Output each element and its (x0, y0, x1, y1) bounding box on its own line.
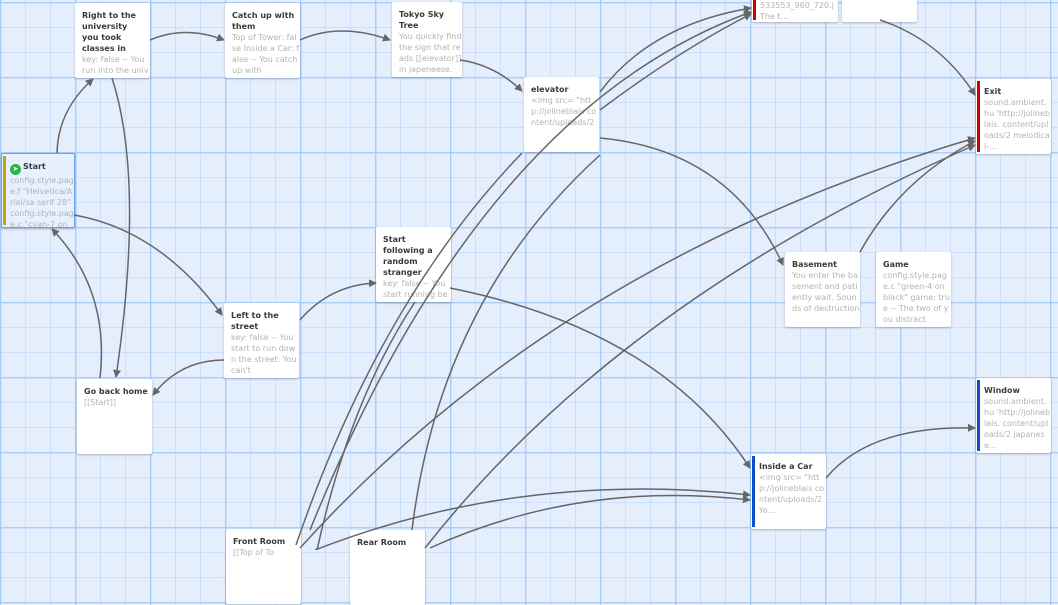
passage-excerpt: key: false -- You run into the universit… (82, 55, 149, 78)
passage-title: Rear Room (357, 538, 407, 547)
passage-front-room[interactable]: Front Room [[Top of To (226, 529, 301, 604)
passage-title: Window (984, 386, 1020, 395)
passage-excerpt: key: false -- You start to run down the … (231, 333, 297, 375)
passage-excerpt: <img src= "http://jolineblais content/up… (531, 96, 597, 127)
rocket-icon: ➤ (10, 164, 21, 175)
passage-basement[interactable]: Basement You enter the basement and pati… (785, 252, 860, 327)
tag-stripe (977, 380, 980, 451)
passage-left-street[interactable]: Left to the street key: false -- You sta… (224, 303, 299, 378)
passage-excerpt: key: false -- You start running behind a (383, 279, 448, 302)
link-inside-car-window (825, 423, 976, 479)
link-rear-room-inside-car (429, 494, 751, 549)
link-elevator-front-room (295, 152, 523, 546)
passage-game[interactable]: Game config.style.page.c "green-4 on bla… (876, 252, 951, 327)
passage-excerpt: [[Start]] (84, 398, 117, 407)
link-catch-up-tokyo (299, 30, 391, 42)
passage-catch-up[interactable]: Catch up with them Top of Tower: false I… (225, 3, 300, 78)
passage-title: Right to the university you took classes… (82, 11, 136, 53)
link-start-right-university (56, 78, 94, 154)
tag-stripe (752, 456, 755, 527)
passage-title: Front Room (233, 537, 286, 546)
passage-excerpt: You quickly find the sign that reads [[e… (399, 32, 462, 74)
tag-stripe (753, 0, 756, 20)
link-left-street-go-back-home (152, 359, 225, 396)
link-right-university-catch-up (149, 31, 225, 42)
passage-top-partial-2[interactable] (842, 0, 917, 22)
link-start-following-inside-car (449, 287, 751, 469)
passage-excerpt: 533553_960_720.j The t… (760, 1, 834, 21)
link-top2-exit (879, 19, 976, 96)
link-right-university-go-back-home (111, 77, 131, 378)
passage-tokyo-sky-tree[interactable]: Tokyo Sky Tree You quickly find the sign… (392, 2, 462, 77)
passage-excerpt: sound.ambient.hu 'http://jolineblais. co… (984, 98, 1051, 151)
passage-title: elevator (531, 85, 569, 94)
passage-excerpt: config.style.page.c "green-4 on black" g… (883, 271, 950, 324)
passage-title: Start (23, 162, 46, 171)
link-elevator-basement (599, 137, 784, 266)
passage-title: Go back home (84, 387, 148, 396)
passage-excerpt: [[Top of To (233, 548, 274, 557)
passage-title: Catch up with them (232, 11, 295, 31)
link-elevator-top1-b (599, 13, 752, 111)
link-start-left-street (73, 214, 223, 316)
link-rear-room-up (411, 154, 601, 531)
link-elevator-top1-a (599, 5, 752, 93)
passage-title: Exit (984, 87, 1002, 96)
link-tokyo-elevator (459, 59, 523, 92)
passage-excerpt: config.style.page.f "Helvetica/Arial/sa … (10, 176, 74, 228)
tag-stripe (977, 81, 980, 152)
passage-elevator[interactable]: elevator <img src= "http://jolineblais c… (524, 77, 599, 152)
passage-exit[interactable]: Exit sound.ambient.hu 'http://jolineblai… (976, 79, 1051, 154)
passage-title: Tokyo Sky Tree (399, 10, 445, 30)
link-go-back-home-start (51, 228, 103, 379)
passage-title: Start following a random stranger (383, 235, 433, 277)
passage-top-partial-1[interactable]: 533553_960_720.j The t… (752, 0, 838, 22)
passage-excerpt: You enter the basement and patiently wai… (792, 271, 860, 313)
link-start-following-front-room (316, 301, 416, 550)
passage-excerpt: sound.ambient.hu 'http://jolineblais. co… (984, 397, 1051, 450)
passage-start-following[interactable]: Start following a random stranger key: f… (376, 227, 451, 302)
link-rear-room-exit (424, 144, 976, 549)
link-left-street-start-following (299, 279, 377, 321)
passage-title: Inside a Car (759, 462, 813, 471)
passage-go-back-home[interactable]: Go back home [[Start]] (77, 379, 152, 454)
link-front-room-exit (299, 136, 976, 549)
passage-title: Game (883, 260, 909, 269)
passage-title: Basement (792, 260, 837, 269)
link-game-exit (859, 140, 976, 253)
passage-start[interactable]: ➤Start config.style.page.f "Helvetica/Ar… (1, 153, 75, 228)
passage-inside-car[interactable]: Inside a Car <img src= "http://jolinebla… (751, 454, 826, 529)
passage-right-university[interactable]: Right to the university you took classes… (75, 3, 150, 78)
passage-window[interactable]: Window sound.ambient.hu 'http://jolinebl… (976, 378, 1051, 453)
passage-excerpt: Top of Tower: false Inside a Car: false … (232, 33, 300, 75)
passage-rear-room[interactable]: Rear Room (350, 530, 425, 605)
tag-stripe (3, 156, 6, 225)
passage-excerpt: <img src= "http://jolineblais content/up… (759, 473, 825, 515)
passage-title: Left to the street (231, 311, 279, 331)
